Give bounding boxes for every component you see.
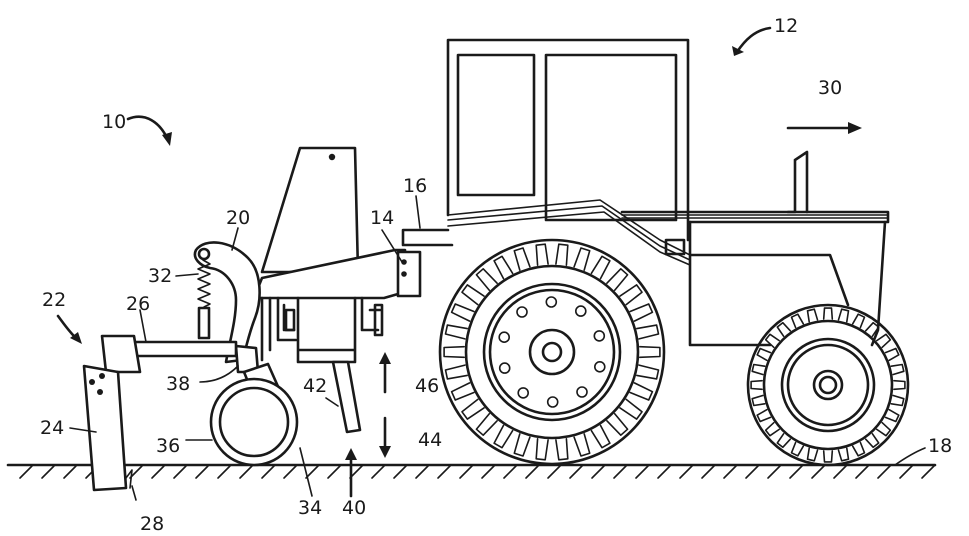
tractor (401, 38, 890, 347)
label-40: 40 (342, 497, 366, 519)
label-28: 28 (140, 513, 164, 535)
label-38: 38 (166, 373, 190, 395)
label-16: 16 (403, 175, 427, 197)
fender-stripes (447, 199, 691, 266)
label-44: 44 (418, 429, 442, 451)
shank-24 (82, 364, 128, 492)
label-26: 26 (126, 293, 150, 315)
hood-stripes (621, 214, 889, 219)
exhaust-stack (786, 150, 809, 214)
front-wheel-lugs (750, 307, 906, 463)
frame-bracket (360, 296, 382, 332)
label-12: 12 (774, 15, 798, 37)
tractor-cab (446, 38, 690, 242)
label-46: 46 (415, 375, 439, 397)
label-34: 34 (298, 497, 322, 519)
gauge-wheel-36 (209, 377, 299, 467)
center-shank (260, 296, 272, 362)
label-30: 30 (818, 77, 842, 99)
travel-direction-arrow (786, 122, 862, 134)
rear-wheel (438, 238, 666, 466)
ground (6, 463, 937, 479)
rear-hitch-16 (401, 228, 454, 247)
frame-box (296, 296, 357, 364)
spring-rod (197, 306, 211, 340)
label-32: 32 (148, 265, 172, 287)
ground-hatching (19, 465, 935, 479)
tractor-hood (620, 210, 890, 224)
front-wheel (746, 303, 910, 467)
label-20: 20 (226, 207, 250, 229)
row-unit-mount-22 (100, 334, 142, 374)
cab-step (664, 238, 686, 256)
label-24: 24 (40, 417, 64, 439)
point-28-marker (125, 469, 133, 489)
label-36: 36 (156, 435, 180, 457)
label-18: 18 (928, 435, 952, 457)
label-14: 14 (370, 207, 394, 229)
label-10: 10 (102, 111, 126, 133)
cab-window-left (456, 53, 536, 197)
label-42: 42 (303, 375, 327, 397)
leader-lines (56, 26, 926, 501)
vertical-arrows (379, 352, 391, 458)
opener-42 (331, 360, 362, 434)
label-22: 22 (42, 289, 66, 311)
implement (82, 146, 422, 492)
spring-32 (197, 259, 211, 308)
mast-plate (260, 146, 360, 274)
reference-numerals: 10 12 14 16 18 20 22 24 26 28 30 32 34 3… (40, 15, 952, 535)
rear-wheel-bolts (498, 296, 606, 408)
cab-window-right (544, 53, 678, 222)
rear-wheel-lugs (443, 243, 661, 461)
